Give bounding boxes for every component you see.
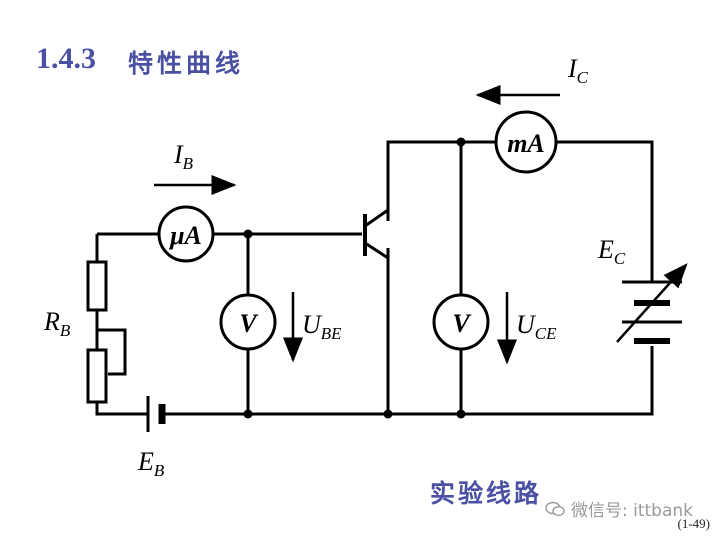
wire-collector-top [386,140,496,221]
transistor-collector [364,208,389,228]
rb-label: RB [43,307,71,340]
voltmeter-ce-label: V [452,309,472,338]
watermark: 微信号: ittbank [545,496,693,521]
milliammeter-circle [494,110,558,174]
junction-dot [243,229,253,239]
uce-label: UCE [516,310,557,343]
wechat-icon [545,501,565,517]
wire-bottom [162,346,654,416]
ec-label: EC [597,235,626,268]
resistor-rb-upper [86,260,108,312]
ube-label: UBE [302,310,342,343]
wire-rb-bottom [95,402,148,416]
ic-label: IC [567,54,589,87]
transistor-emitter [364,241,389,260]
junction-dot [456,137,466,147]
eb-label: EB [137,447,165,480]
ib-label: IB [173,140,194,173]
junction-dot [383,409,393,419]
section-title: 特性曲线 [128,49,245,78]
voltmeter-be-circle [219,293,277,351]
milliammeter-label: mA [507,129,545,158]
voltmeter-ce-circle [432,293,490,351]
variable-arrow [616,263,688,343]
junction-dot [243,409,253,419]
microammeter-circle [157,205,215,263]
wire-ma-right [556,140,654,282]
voltmeter-be-label: V [239,309,259,338]
diagram-caption: 实验线路 [430,479,543,508]
watermark-text: 微信号: ittbank [571,501,694,521]
rheostat-wiper [97,328,127,376]
section-number: 1.4.3 [36,42,96,75]
junction-dot [456,409,466,419]
page-number: (1-49) [677,516,711,531]
microammeter-label: μA [168,221,202,250]
resistor-rb-lower [86,348,108,404]
